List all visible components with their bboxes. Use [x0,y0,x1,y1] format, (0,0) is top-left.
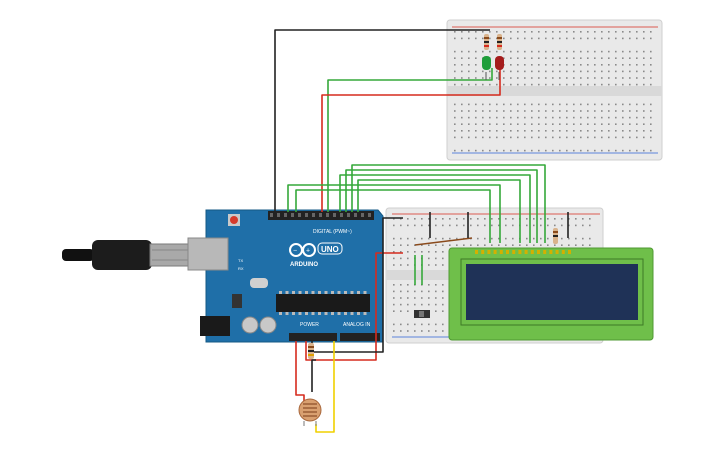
atmega-chip [276,294,370,312]
arduino-uno-board[interactable]: − + ARDUINO UNO DIGITAL (PWM~) TX RX POW… [187,209,384,343]
wire-black-gnd-top [274,29,490,212]
wire-green-lcd-5 [351,164,546,243]
uno-label: UNO [321,245,339,254]
crystal [250,278,268,288]
svg-text:+: + [306,248,310,255]
usb-cable [62,240,191,270]
wire-green-lcd-2 [295,189,491,243]
led-resistor-2 [497,34,502,50]
wires [274,29,569,433]
lcd-screen [466,264,638,320]
wire-brown [414,237,473,246]
wire-green-lcd-1 [287,184,501,243]
power-jack [200,316,230,336]
rx-label: RX [238,266,244,271]
arduino-brand-label: ARDUINO [290,262,318,268]
wire-red-top [321,68,501,212]
digital-header-label: DIGITAL (PWM~) [313,229,352,235]
wire-red-ldr [295,341,305,410]
wire-red-5v [305,252,403,361]
analog-header [340,333,380,341]
wire-black-ldr [311,359,316,392]
slide-switch[interactable] [414,310,430,318]
capacitor-2 [259,316,277,334]
led-resistor-1 [484,34,489,50]
lcd-resistor [553,228,558,244]
reset-button[interactable] [230,216,238,224]
digital-header [268,211,374,220]
top-breadboard[interactable] [446,19,663,161]
power-header [289,333,337,341]
svg-text:−: − [293,248,297,255]
wire-green-top [327,68,493,212]
wire-yellow-ldr [315,341,335,433]
ldr-resistor [308,343,314,359]
red-led[interactable] [495,56,504,80]
tx-label: TX [238,258,243,263]
analog-header-label: ANALOG IN [343,322,371,328]
power-header-label: POWER [300,322,319,328]
capacitor-1 [241,316,259,334]
lcd-16x2[interactable] [448,247,654,341]
arduino-logo: − + [289,243,316,257]
usb-port [187,237,229,271]
wire-green-lcd-3 [339,174,531,243]
wire-green-lcd-6 [357,179,521,243]
green-led[interactable] [482,56,491,80]
wire-green-lcd-4 [345,169,538,243]
photoresistor[interactable] [298,398,322,426]
